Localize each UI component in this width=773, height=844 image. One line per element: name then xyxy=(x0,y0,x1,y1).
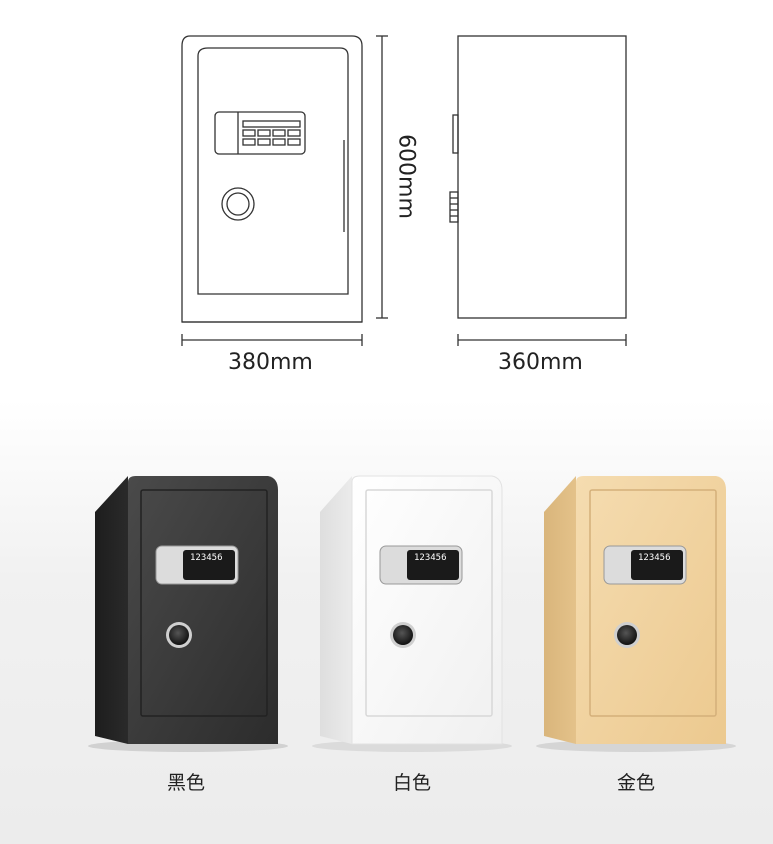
gold-safe xyxy=(536,476,736,752)
variant-label-gold: 金色 xyxy=(616,772,655,794)
safe-variants xyxy=(88,475,736,752)
height-label: 600mm xyxy=(393,134,419,219)
variant-label-black: 黑色 xyxy=(166,772,205,794)
white-safe xyxy=(312,475,512,752)
front-view-drawing xyxy=(181,35,627,346)
gold-safe-display: 123456 xyxy=(638,553,671,563)
depth-label: 360mm xyxy=(498,350,583,375)
black-safe xyxy=(88,476,288,752)
variant-label-white: 白色 xyxy=(392,772,431,794)
white-safe-display: 123456 xyxy=(414,553,447,563)
black-safe-display: 123456 xyxy=(190,553,223,563)
width-label: 380mm xyxy=(228,350,313,375)
